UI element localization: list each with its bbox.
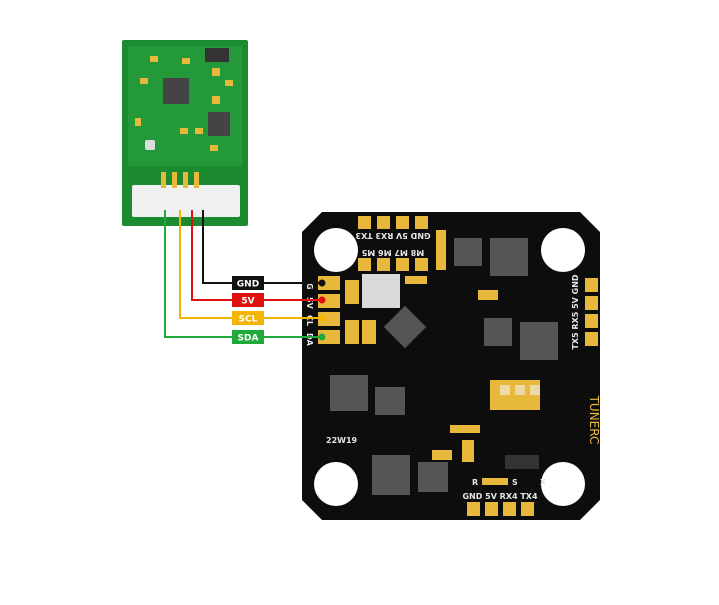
wire-gnd	[202, 210, 322, 284]
svg-text:5V: 5V	[305, 297, 314, 310]
jumper-r-label: R	[472, 478, 478, 487]
jumper-s-label: S	[512, 478, 518, 487]
motor-pad-labels: M8 M7 M6 M5	[361, 248, 424, 257]
sensor-chip	[163, 78, 189, 104]
sensor-module	[122, 40, 248, 226]
wires	[164, 210, 322, 338]
wire-label-5v: 5V	[241, 297, 254, 307]
jst-connector	[132, 185, 240, 217]
svg-text:CL: CL	[305, 315, 314, 326]
wire-label-gnd: GND	[237, 280, 259, 290]
right-pad-labels: TX5 RX5 5V GND	[571, 274, 580, 349]
regulator-chip	[208, 112, 230, 136]
mount-hole	[314, 462, 358, 506]
left-pad-labels: G 5V CL DA	[305, 283, 314, 347]
mount-hole	[541, 462, 585, 506]
x-mark: X	[540, 478, 547, 487]
svg-text:G: G	[305, 283, 314, 290]
bottom-pad-labels: GND 5V RX4 TX4	[462, 492, 538, 501]
wire-label-scl: SCL	[239, 315, 258, 325]
svg-text:DA: DA	[305, 333, 314, 347]
wire-labels: GND 5V SCL SDA	[232, 276, 264, 344]
top-pad-labels: GND 5V RX3 TX3	[355, 231, 430, 240]
wire-label-sda: SDA	[238, 334, 259, 344]
wire-5v	[191, 210, 322, 301]
flight-controller: GND 5V RX3 TX3 M8 M7 M6 M5 G 5V CL DA TX…	[302, 212, 601, 520]
wire-endpoints	[318, 279, 326, 341]
brand-label: TUNERC	[587, 395, 601, 445]
model-label: 22W19	[326, 436, 358, 445]
wire-scl	[179, 210, 322, 319]
wire-sda	[164, 210, 322, 338]
mount-hole	[314, 228, 358, 272]
mount-hole	[541, 228, 585, 272]
